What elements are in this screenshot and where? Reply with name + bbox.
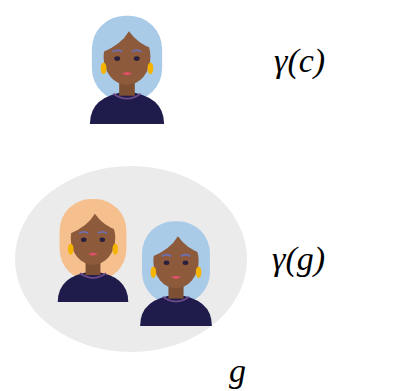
person-icon <box>90 16 164 124</box>
group-name: g <box>229 352 246 389</box>
math-label: γ(g) <box>272 240 325 277</box>
ellipse-outline <box>15 166 247 352</box>
person-icon <box>58 199 129 302</box>
person-icon <box>140 221 212 326</box>
math-label: γ(c) <box>274 42 325 79</box>
group-ellipse: g <box>15 166 247 352</box>
